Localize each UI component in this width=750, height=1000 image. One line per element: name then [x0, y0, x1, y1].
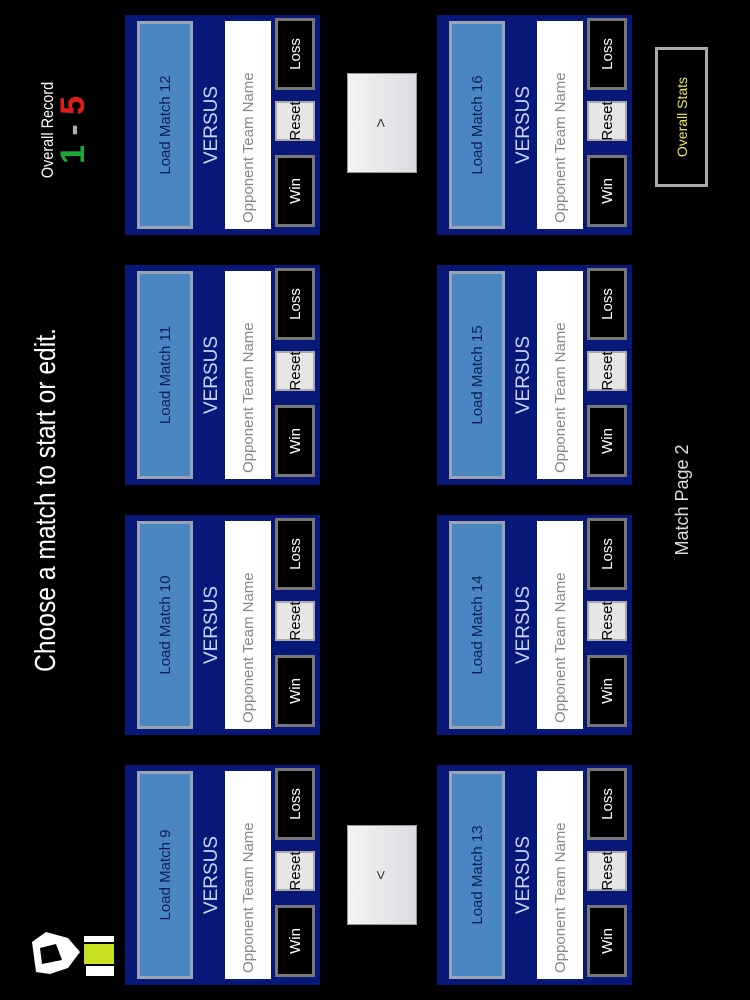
- versus-label: VERSUS: [201, 585, 222, 665]
- mop-bucket-logo: [32, 932, 114, 976]
- reset-button[interactable]: Reset: [275, 101, 315, 141]
- win-button[interactable]: Win: [275, 655, 315, 727]
- loss-button[interactable]: Loss: [587, 768, 627, 840]
- reset-button[interactable]: Reset: [587, 101, 627, 141]
- loss-button[interactable]: Loss: [275, 768, 315, 840]
- losses-count: 5: [54, 95, 92, 115]
- versus-label: VERSUS: [513, 335, 534, 415]
- opponent-team-input[interactable]: Opponent Team Name: [225, 271, 271, 479]
- wins-count: 1: [54, 145, 92, 165]
- loss-button[interactable]: Loss: [587, 518, 627, 590]
- versus-label: VERSUS: [513, 585, 534, 665]
- prev-page-button[interactable]: <: [347, 825, 417, 925]
- reset-button[interactable]: Reset: [275, 351, 315, 391]
- win-button[interactable]: Win: [587, 655, 627, 727]
- overall-record-label: Overall Record: [38, 81, 57, 179]
- overall-record: Overall Record 1 - 5: [38, 60, 92, 200]
- versus-label: VERSUS: [513, 835, 534, 915]
- versus-label: VERSUS: [201, 335, 222, 415]
- versus-label: VERSUS: [201, 85, 222, 165]
- versus-label: VERSUS: [201, 835, 222, 915]
- load-match-button[interactable]: Load Match 9: [137, 771, 193, 979]
- loss-button[interactable]: Loss: [275, 18, 315, 90]
- reset-button[interactable]: Reset: [587, 851, 627, 891]
- win-button[interactable]: Win: [275, 905, 315, 977]
- opponent-team-input[interactable]: Opponent Team Name: [537, 771, 583, 979]
- overall-stats-button[interactable]: Overall Stats: [655, 47, 708, 187]
- opponent-team-input[interactable]: Opponent Team Name: [537, 21, 583, 229]
- opponent-team-input[interactable]: Opponent Team Name: [537, 271, 583, 479]
- load-match-button[interactable]: Load Match 15: [449, 271, 505, 479]
- loss-button[interactable]: Loss: [275, 518, 315, 590]
- load-match-button[interactable]: Load Match 14: [449, 521, 505, 729]
- load-match-button[interactable]: Load Match 16: [449, 21, 505, 229]
- reset-button[interactable]: Reset: [275, 851, 315, 891]
- win-button[interactable]: Win: [587, 155, 627, 227]
- win-button[interactable]: Win: [275, 405, 315, 477]
- reset-button[interactable]: Reset: [587, 351, 627, 391]
- reset-button[interactable]: Reset: [275, 601, 315, 641]
- load-match-button[interactable]: Load Match 13: [449, 771, 505, 979]
- opponent-team-input[interactable]: Opponent Team Name: [225, 521, 271, 729]
- load-match-button[interactable]: Load Match 12: [137, 21, 193, 229]
- opponent-team-input[interactable]: Opponent Team Name: [225, 21, 271, 229]
- versus-label: VERSUS: [513, 85, 534, 165]
- win-button[interactable]: Win: [275, 155, 315, 227]
- win-button[interactable]: Win: [587, 905, 627, 977]
- opponent-team-input[interactable]: Opponent Team Name: [537, 521, 583, 729]
- loss-button[interactable]: Loss: [587, 268, 627, 340]
- opponent-team-input[interactable]: Opponent Team Name: [225, 771, 271, 979]
- loss-button[interactable]: Loss: [275, 268, 315, 340]
- load-match-button[interactable]: Load Match 10: [137, 521, 193, 729]
- next-page-button[interactable]: >: [347, 73, 417, 173]
- match-page-label: Match Page 2: [672, 444, 692, 556]
- win-button[interactable]: Win: [587, 405, 627, 477]
- page-title: Choose a match to start or edit.: [30, 328, 62, 672]
- record-dash: -: [54, 124, 92, 136]
- load-match-button[interactable]: Load Match 11: [137, 271, 193, 479]
- record-score: 1 - 5: [54, 60, 92, 200]
- loss-button[interactable]: Loss: [587, 18, 627, 90]
- reset-button[interactable]: Reset: [587, 601, 627, 641]
